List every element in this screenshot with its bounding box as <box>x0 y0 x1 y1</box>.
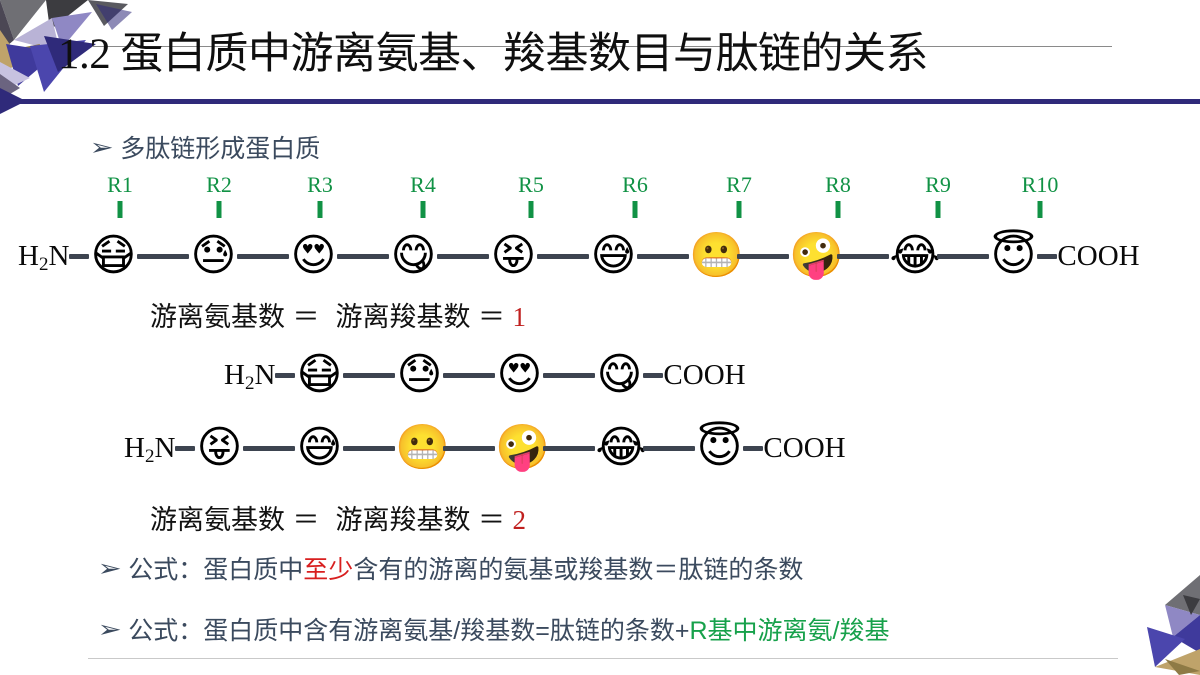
residue-label-row: R1 R2 R3 R4 R5 R6 R7 R8 R9 R10 <box>0 174 1200 236</box>
amino-terminus-label: H2N <box>124 431 176 467</box>
peptide-bond <box>537 253 590 259</box>
bullet-arrow-icon: ➢ <box>97 615 122 642</box>
peptide-bond <box>737 253 790 259</box>
residue-label-r3: R3 <box>307 172 333 197</box>
heart-eyes-face-emoji: 😍 <box>496 349 543 400</box>
residue-label-r5: R5 <box>518 172 544 197</box>
sweat-grin-face-emoji: 😅 <box>590 230 637 281</box>
yum-face-emoji: 😋 <box>596 349 643 400</box>
title-underline-bar <box>0 99 1200 104</box>
residue-tick-r9 <box>935 201 941 218</box>
formula-one-prefix: 公式：蛋白质中 <box>128 556 304 584</box>
bullet-arrow-icon: ➢ <box>97 554 122 581</box>
equation-one: 游离氨基数 ＝ 游离羧基数 ＝ 1 <box>150 295 526 334</box>
peptide-chain-b: H2N 😝 😅 😬 🤪 😂 😇 COOH <box>124 420 846 476</box>
peptide-bond <box>643 445 696 451</box>
equation-two-left: 游离氨基数 ＝ <box>150 505 320 535</box>
peptide-chain-a: H2N 😷 😓 😍 😋 COOH <box>224 347 746 403</box>
bullet-formula-two: ➢ 公式：蛋白质中含有游离氨基/羧基数=肽链的条数+R基中游离氨/羧基 <box>97 611 890 647</box>
formula-two-highlight: R基中游离氨/羧基 <box>689 617 890 645</box>
mask-face-emoji: 😷 <box>90 230 137 281</box>
peptide-bond <box>275 372 296 378</box>
page-title: 1.2 蛋白质中游离氨基、羧基数目与肽链的关系 <box>58 31 929 78</box>
equation-two: 游离氨基数 ＝ 游离羧基数 ＝ 2 <box>150 498 526 537</box>
residue-tick-r8 <box>835 201 841 218</box>
residue-tick-r1 <box>117 201 123 218</box>
formula-two-prefix: 公式：蛋白质中含有游离氨基/羧基数=肽链的条数+ <box>128 617 690 645</box>
corner-decoration-bottom-right <box>1147 575 1200 675</box>
squinting-tongue-face-emoji: 😝 <box>490 230 537 281</box>
peptide-bond <box>243 445 296 451</box>
downcast-sweat-face-emoji: 😓 <box>396 349 443 400</box>
residue-label-r1: R1 <box>107 172 133 197</box>
formula-one-highlight: 至少 <box>303 556 354 584</box>
peptide-bond <box>237 253 290 259</box>
residue-label-r2: R2 <box>206 172 232 197</box>
residue-tick-r4 <box>420 201 426 218</box>
formula-one-suffix: 含有的游离的氨基或羧基数＝肽链的条数 <box>353 556 804 584</box>
peptide-bond <box>175 445 196 451</box>
bullet-intro-label: 多肽链形成蛋白质 <box>120 135 321 163</box>
title-underline-arrow-cap <box>0 88 26 114</box>
residue-tick-r2 <box>216 201 222 218</box>
peptide-bond <box>69 253 90 259</box>
halo-face-emoji: 😇 <box>990 230 1037 281</box>
peptide-bond <box>443 372 496 378</box>
amino-terminus-label: H2N <box>18 239 70 275</box>
sweat-grin-face-emoji: 😅 <box>296 422 343 473</box>
peptide-bond <box>443 445 496 451</box>
amino-terminus-label: H2N <box>224 358 276 394</box>
carboxyl-terminus-label: COOH <box>663 358 746 391</box>
peptide-bond <box>137 253 190 259</box>
residue-label-r4: R4 <box>410 172 436 197</box>
squinting-tongue-face-emoji: 😝 <box>196 422 243 473</box>
peptide-bond <box>637 253 690 259</box>
peptide-chain-full: H2N 😷 😓 😍 😋 😝 😅 😬 🤪 😂 😇 COOH <box>18 228 1140 284</box>
equation-one-right: 游离羧基数 ＝ <box>335 302 506 332</box>
residue-label-r6: R6 <box>622 172 648 197</box>
peptide-bond <box>643 372 664 378</box>
heart-eyes-face-emoji: 😍 <box>290 230 337 281</box>
equation-one-left: 游离氨基数 ＝ <box>150 302 320 332</box>
carboxyl-terminus-label: COOH <box>763 431 846 464</box>
peptide-bond <box>543 445 596 451</box>
residue-tick-r3 <box>317 201 323 218</box>
footer-hairline-rule <box>88 658 1118 659</box>
grimacing-face-emoji: 😬 <box>395 422 451 473</box>
residue-label-r7: R7 <box>726 172 752 197</box>
grimacing-face-emoji: 😬 <box>689 230 745 281</box>
equation-one-value: 1 <box>512 302 527 332</box>
yum-face-emoji: 😋 <box>390 230 437 281</box>
peptide-bond <box>343 372 396 378</box>
downcast-sweat-face-emoji: 😓 <box>190 230 237 281</box>
residue-tick-r5 <box>528 201 534 218</box>
peptide-bond <box>543 372 596 378</box>
equation-two-right: 游离羧基数 ＝ <box>335 505 506 535</box>
residue-tick-r6 <box>632 201 638 218</box>
mask-face-emoji: 😷 <box>296 349 343 400</box>
halo-face-emoji: 😇 <box>696 422 743 473</box>
bullet-formula-one: ➢ 公式：蛋白质中至少含有的游离的氨基或羧基数＝肽链的条数 <box>97 550 804 586</box>
bullet-intro: ➢ 多肽链形成蛋白质 <box>89 129 321 165</box>
peptide-bond <box>837 253 890 259</box>
tears-of-joy-face-emoji: 😂 <box>889 230 941 281</box>
residue-tick-r7 <box>736 201 742 218</box>
peptide-bond <box>937 253 990 259</box>
peptide-bond <box>437 253 490 259</box>
peptide-bond <box>743 445 764 451</box>
zany-face-emoji: 🤪 <box>495 422 551 473</box>
residue-label-r8: R8 <box>825 172 851 197</box>
residue-label-r10: R10 <box>1021 172 1059 197</box>
peptide-bond <box>337 253 390 259</box>
title-hairline-rule <box>92 46 1112 47</box>
residue-label-r9: R9 <box>925 172 951 197</box>
peptide-bond <box>343 445 396 451</box>
equation-two-value: 2 <box>512 505 527 535</box>
residue-tick-r10 <box>1037 201 1043 218</box>
bullet-arrow-icon: ➢ <box>89 133 114 160</box>
tears-of-joy-face-emoji: 😂 <box>595 422 647 473</box>
peptide-bond <box>1037 253 1058 259</box>
zany-face-emoji: 🤪 <box>789 230 845 281</box>
carboxyl-terminus-label: COOH <box>1057 239 1140 272</box>
